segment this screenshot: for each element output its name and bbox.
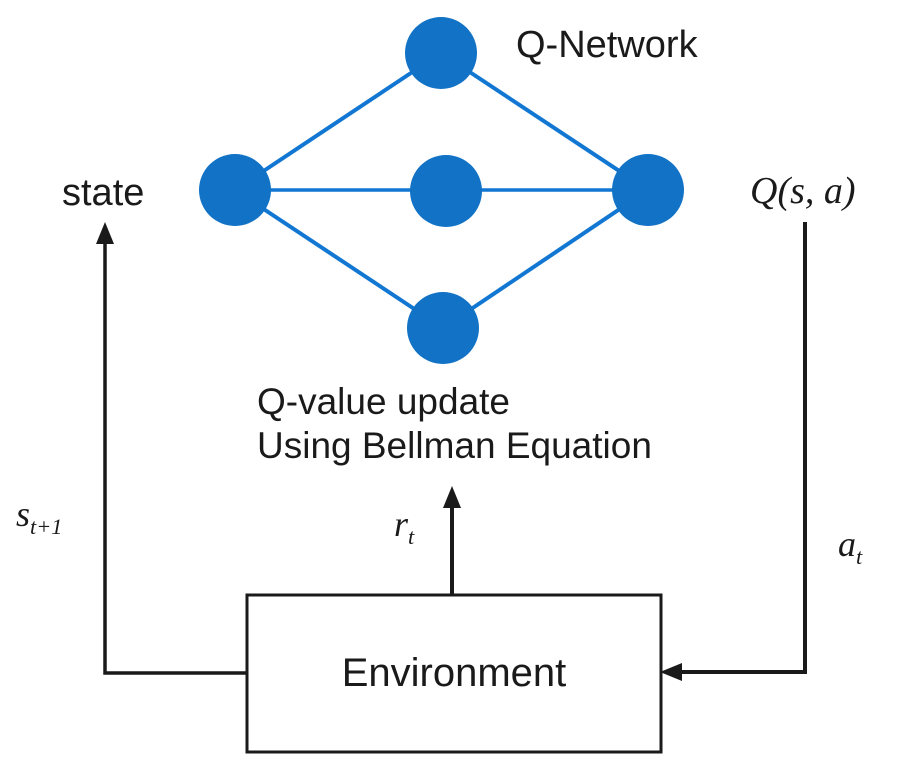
action-arrowhead-icon (660, 663, 682, 681)
action-label: at (838, 524, 862, 570)
reward-base: r (394, 504, 409, 544)
action-arrow-line (676, 222, 807, 674)
network-node-right (612, 154, 684, 226)
network-edge (233, 188, 445, 330)
next-state-base: s (16, 494, 31, 534)
state-arrow (96, 222, 247, 675)
network-node-middle (410, 155, 482, 227)
environment-box (245, 593, 663, 754)
qnetwork-title: Q-Network (516, 24, 698, 66)
next-state-sub: t+1 (30, 514, 63, 540)
state-label: state (62, 172, 145, 214)
qvalue-update-caption: Q-value update Using Bellman Equation (257, 380, 652, 468)
qvalue-update-line2: Using Bellman Equation (257, 425, 652, 466)
qvalue-update-line1: Q-value update (257, 381, 511, 422)
network-edge (441, 188, 650, 330)
q-sa-label: Q(s, a) (750, 170, 856, 212)
reward-sub: t (408, 524, 415, 550)
action-base: a (838, 524, 856, 564)
network-edge (233, 51, 443, 192)
state-arrow-line (103, 238, 247, 675)
environment-label: Environment (341, 651, 567, 695)
network-node-top (405, 17, 477, 89)
network-node-bottom (407, 292, 479, 364)
network-edge (439, 51, 650, 192)
reward-label: rt (394, 504, 414, 550)
reward-arrowhead-icon (443, 486, 461, 508)
action-arrow (660, 222, 807, 681)
reward-arrow (443, 486, 461, 595)
network-nodes (199, 17, 684, 364)
next-state-label: st+1 (16, 494, 62, 540)
action-sub: t (856, 544, 863, 570)
network-node-left (199, 154, 271, 226)
state-arrowhead-icon (96, 222, 114, 244)
